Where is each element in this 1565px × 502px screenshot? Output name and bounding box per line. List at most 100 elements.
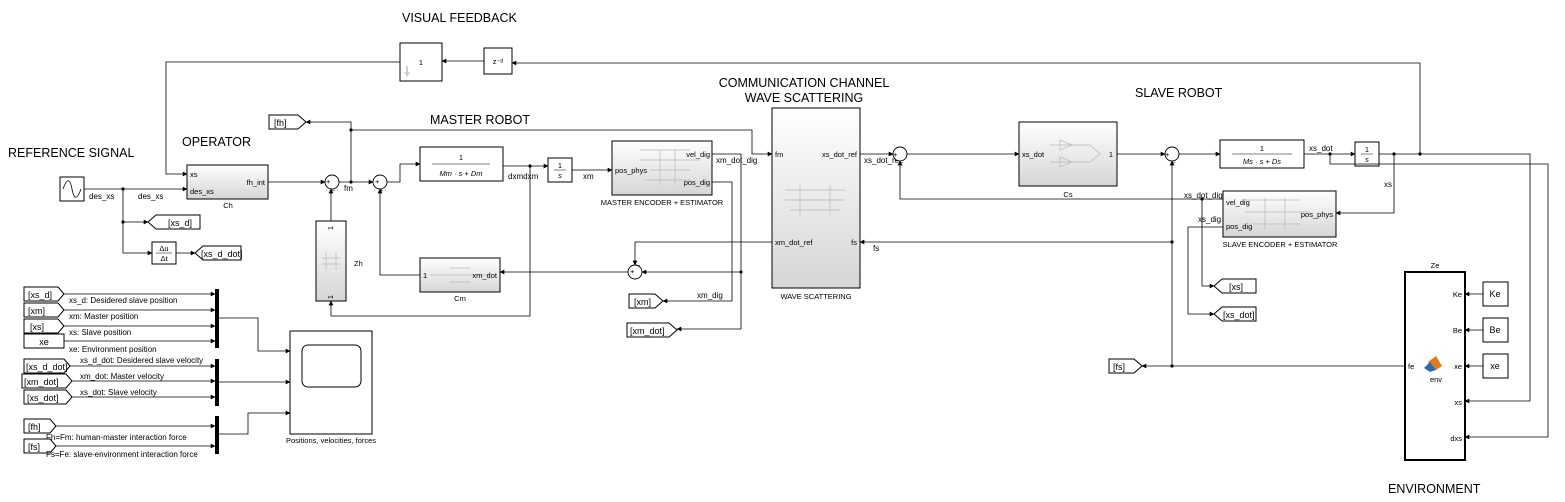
svg-text:[fh]: [fh]	[28, 422, 41, 432]
goto-xm-label: [xm]	[634, 297, 651, 307]
master-robot-title: MASTER ROBOT	[430, 113, 530, 127]
svg-text:fm: fm	[775, 150, 783, 159]
svg-text:[fs]: [fs]	[28, 442, 40, 452]
scope-screen-icon	[301, 344, 362, 388]
zh-name: Zh	[354, 259, 363, 268]
goto-xs-dot-label: [xs_dot]	[1223, 310, 1255, 320]
goto-xs-d-dot[interactable]	[194, 245, 242, 261]
goto-xs-dot[interactable]	[1213, 306, 1257, 322]
master-encoder-name: MASTER ENCODER + ESTIMATOR	[601, 198, 724, 207]
svg-text:pos_dig: pos_dig	[1226, 222, 1252, 231]
signal-fm: fm	[344, 184, 353, 193]
goto-xs[interactable]	[1213, 278, 1257, 294]
junction-dots	[121, 128, 1422, 368]
from-fs[interactable]	[23, 438, 57, 454]
visual-feedback-title: VISUAL FEEDBACK	[402, 11, 518, 25]
slave-encoder-name: SLAVE ENCODER + ESTIMATOR	[1223, 240, 1338, 249]
wave-scattering-block[interactable]	[771, 107, 861, 289]
from-xm-dot[interactable]	[21, 373, 73, 389]
slave-encoder-block[interactable]	[1222, 190, 1337, 238]
from-xs-dot[interactable]	[23, 389, 73, 405]
goto-fs[interactable]	[1108, 358, 1143, 374]
goto-xm-dot[interactable]	[626, 322, 678, 338]
svg-text:[xs_dot]: [xs_dot]	[27, 393, 59, 403]
be-constant[interactable]	[1482, 317, 1509, 343]
from-xs-d[interactable]	[23, 286, 65, 302]
sine-wave-icon	[62, 180, 82, 198]
svg-text:s: s	[558, 171, 562, 180]
goto-xm[interactable]	[628, 293, 664, 309]
svg-text:xe: Environment position: xe: Environment position	[69, 345, 157, 354]
svg-text:xm_dot: Master velocity: xm_dot: Master velocity	[80, 372, 164, 381]
svg-text:fe: fe	[1408, 362, 1414, 371]
zh-block[interactable]	[315, 220, 347, 302]
master-tf-num: 1	[459, 153, 463, 162]
signal-lines	[56, 58, 1549, 449]
svg-text:dxs: dxs	[1450, 434, 1462, 443]
signal-des-xs-1: des_xs	[89, 192, 114, 201]
svg-text:xe: xe	[39, 337, 49, 347]
svg-text:xm_dot: xm_dot	[472, 271, 498, 280]
svg-text:[xs]: [xs]	[30, 322, 44, 332]
svg-text:xs_d: Desidered slave position: xs_d: Desidered slave position	[69, 296, 178, 305]
cm-name: Cm	[454, 294, 466, 303]
svg-text:xs: Slave position: xs: Slave position	[69, 328, 131, 337]
operator-port-xs: xs	[190, 170, 198, 179]
comm-channel-title: COMMUNICATION CHANNEL	[719, 76, 890, 90]
svg-text:xs_dot: Slave velocity: xs_dot: Slave velocity	[80, 388, 157, 397]
env-block-name: Ze	[1431, 261, 1440, 270]
derivative-den: Δt	[160, 254, 168, 263]
svg-text:−: −	[636, 261, 641, 270]
signal-xm: xm	[583, 172, 594, 181]
from-xs[interactable]	[23, 318, 65, 334]
derivative-num: Δu	[159, 244, 168, 253]
svg-text:1: 1	[1109, 150, 1113, 159]
wave-scattering-title: WAVE SCATTERING	[745, 91, 864, 105]
slave-tf-num: 1	[1260, 144, 1264, 153]
from-xs-d-dot[interactable]	[23, 358, 71, 374]
svg-text:vel_dig: vel_dig	[1226, 198, 1250, 207]
svg-text:+: +	[630, 267, 635, 276]
slave-robot-title: SLAVE ROBOT	[1135, 86, 1223, 100]
from-fh[interactable]	[23, 418, 57, 434]
goto-fh-label: [fh]	[274, 118, 287, 128]
cs-name: Cs	[1063, 190, 1072, 199]
signal-xm-dot-dig: xm_dot_dig	[716, 156, 757, 165]
reference-signal-title: REFERENCE SIGNAL	[8, 146, 134, 160]
signal-xs: xs	[1384, 180, 1392, 189]
matlab-function-icon	[1428, 356, 1442, 370]
goto-xs-d[interactable]	[147, 214, 201, 230]
mux-forces	[215, 416, 219, 454]
signal-xs-dot: xs_dot	[1309, 144, 1333, 153]
svg-text:Fh=Fm: human-master interactio: Fh=Fm: human-master interaction force	[46, 433, 187, 442]
svg-text:xe: xe	[1454, 362, 1462, 371]
svg-text:xs_dot_ref: xs_dot_ref	[822, 150, 858, 159]
svg-text:1: 1	[558, 161, 562, 170]
svg-text:[xs_d_dot]: [xs_d_dot]	[26, 362, 68, 372]
svg-text:1: 1	[326, 295, 335, 299]
svg-text:pos_dig: pos_dig	[684, 178, 710, 187]
svg-text:vel_dig: vel_dig	[686, 150, 710, 159]
signal-xm-dig: xm_dig	[697, 291, 723, 300]
env-function-name: env	[1430, 375, 1442, 384]
goto-fh[interactable]	[268, 114, 307, 130]
goto-xs-d-dot-label: [xs_d_dot]	[201, 249, 243, 259]
operator-name: Ch	[223, 201, 233, 210]
svg-text:xs_dot: xs_dot	[1022, 150, 1045, 159]
operator-block[interactable]	[186, 164, 269, 200]
goto-xs-label: [xs]	[1229, 282, 1243, 292]
master-tf-den: Mm · s + Dm	[439, 169, 482, 178]
operator-port-des: des_xs	[190, 187, 214, 196]
svg-text:xs_d_dot: Desidered slave velo: xs_d_dot: Desidered slave velocity	[80, 356, 203, 365]
svg-text:+: +	[893, 150, 898, 159]
signal-des-xs-2: des_xs	[138, 192, 163, 201]
svg-text:−: −	[331, 186, 336, 195]
down-arrow-icon	[404, 66, 410, 77]
svg-text:xs: xs	[1455, 398, 1463, 407]
svg-text:pos_phys: pos_phys	[1301, 210, 1333, 219]
signal-fs: fs	[873, 244, 879, 253]
delay-value: z⁻ᵈ	[493, 57, 504, 66]
svg-text:[xm_dot]: [xm_dot]	[24, 377, 59, 387]
from-xm[interactable]	[23, 302, 65, 318]
